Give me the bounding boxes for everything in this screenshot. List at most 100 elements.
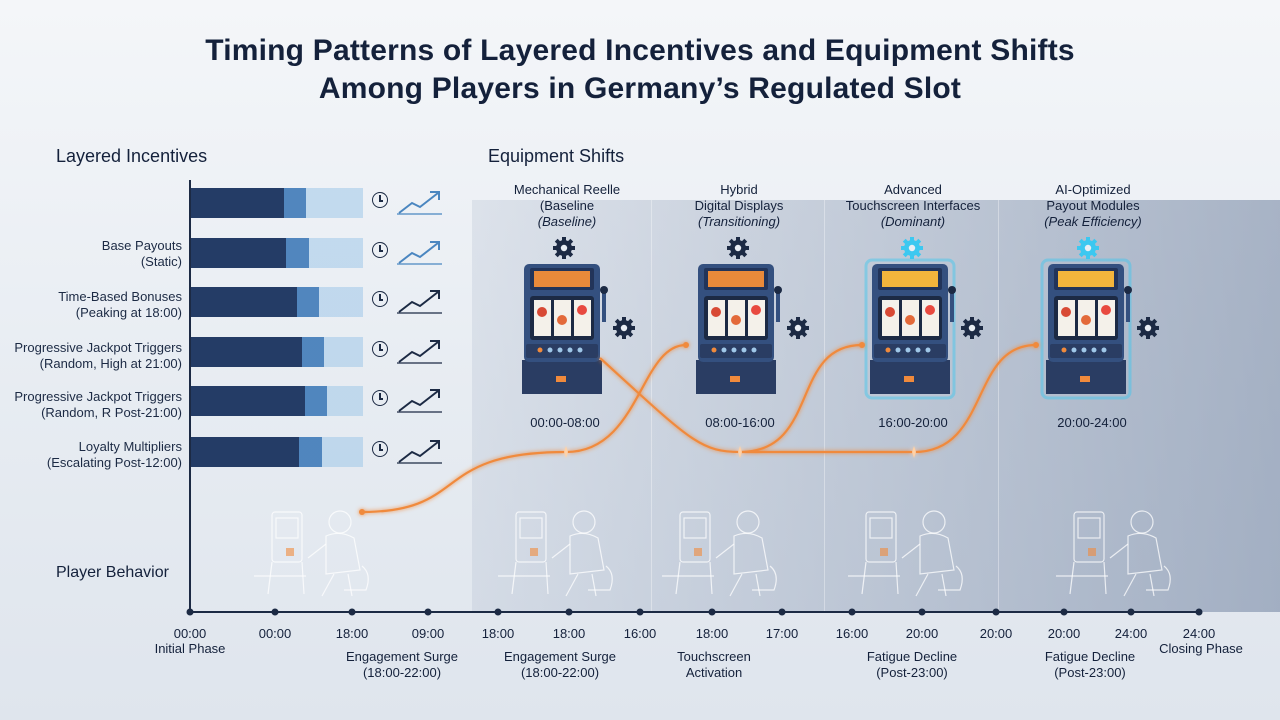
timeline-tick [918, 608, 926, 616]
trend-up-icon [397, 440, 442, 464]
player-at-machine-icon [1055, 510, 1171, 597]
timeline-tick-label: 24:00 [1114, 626, 1148, 641]
slot-machine-icon [522, 237, 635, 394]
section-equipment-shifts: Equipment Shifts [488, 146, 625, 166]
incentive-bar-segment [191, 238, 287, 268]
timeline-tick [992, 608, 1000, 616]
timeline-tick [565, 608, 573, 616]
section-player-behavior: Player Behavior [56, 564, 169, 581]
incentive-bar-segment [191, 337, 302, 367]
timeline-tick-label: 17:00 [765, 626, 799, 641]
incentive-label: Base Payouts(Static) [101, 238, 182, 269]
gear-icon [613, 317, 635, 339]
incentive-label: Progressive Jackpot Triggers(Random, R P… [14, 389, 182, 420]
equipment-time-0: 00:00-08:00 [530, 415, 600, 430]
incentive-label: Progressive Jackpot Triggers(Random, Hig… [14, 340, 182, 371]
phase-label: Fatigue Decline(Post-23:00) [866, 649, 958, 680]
incentive-label: Time-Based Bonuses(Peaking at 18:00) [58, 289, 182, 320]
timeline-tick [494, 608, 502, 616]
equipment-time-3: 20:00-24:00 [1057, 415, 1127, 430]
trend-up-icon [397, 241, 442, 265]
title-line-1: Timing Patterns of Layered Incentives an… [205, 34, 1075, 67]
clock-icon [372, 341, 388, 357]
column-divider [998, 200, 999, 612]
title-line-2: Among Players in Germany’s Regulated Slo… [318, 72, 962, 105]
clock-icon [372, 242, 388, 258]
timeline-tick [271, 608, 279, 616]
slot-machine-icon [864, 237, 983, 400]
timeline-tick-label: 00:00 [173, 626, 207, 641]
timeline-tick [708, 608, 716, 616]
incentive-axis [189, 180, 191, 612]
engagement-path [359, 342, 1039, 515]
timeline-tick [636, 608, 644, 616]
trend-up-icon [397, 389, 442, 413]
phase-label: Initial Phase [154, 641, 226, 656]
equipment-label-mechanical: Mechanical Reelle(Baseline(Baseline) [513, 182, 621, 229]
player-at-machine-icon [253, 510, 369, 597]
trend-up-icon [397, 340, 442, 364]
phase-label: Fatigue Decline(Post-23:00) [1044, 649, 1136, 680]
gear-icon [901, 237, 923, 259]
gear-icon [1077, 237, 1099, 259]
slot-machine-icon [1040, 237, 1159, 400]
gear-icon [727, 237, 749, 259]
incentive-bar-segment [191, 188, 284, 218]
timeline-tick [1127, 608, 1135, 616]
incentive-bar [191, 188, 363, 218]
gear-icon [787, 317, 809, 339]
section-layered-incentives: Layered Incentives [56, 146, 208, 166]
player-at-machine-icon [497, 510, 613, 597]
timeline-tick-label: 20:00 [905, 626, 939, 641]
timeline-tick-label: 09:00 [411, 626, 445, 641]
timeline-tick-label: 16:00 [623, 626, 657, 641]
timeline-tick-label: 20:00 [1047, 626, 1081, 641]
timeline-tick-label: 18:00 [481, 626, 515, 641]
incentive-bar-segment [191, 287, 297, 317]
timeline-tick [348, 608, 356, 616]
incentive-bar [191, 437, 363, 467]
gear-icon [961, 317, 983, 339]
timeline-tick [1060, 608, 1068, 616]
equipment-time-2: 16:00-20:00 [878, 415, 948, 430]
timeline-tick-label: 18:00 [695, 626, 729, 641]
timeline-tick-label: 18:00 [335, 626, 369, 641]
incentive-bar [191, 386, 363, 416]
timeline-tick [1195, 608, 1203, 616]
incentive-bar [191, 287, 363, 317]
timeline-tick [186, 608, 194, 616]
timeline-tick-label: 00:00 [258, 626, 292, 641]
gear-icon [553, 237, 575, 259]
timeline-tick [778, 608, 786, 616]
trend-up-icon [397, 191, 442, 215]
player-at-machine-icon [661, 510, 777, 597]
timeline-tick-label: 18:00 [552, 626, 586, 641]
clock-icon [372, 291, 388, 307]
timeline-tick [424, 608, 432, 616]
timeline-tick [848, 608, 856, 616]
incentive-bar [191, 238, 363, 268]
incentive-label: Loyalty Multipliers(Escalating Post-12:0… [46, 439, 182, 470]
timeline-tick-label: 24:00 [1182, 626, 1216, 641]
clock-icon [372, 441, 388, 457]
timeline-tick-label: 20:00 [979, 626, 1013, 641]
phase-label: Engagement Surge(18:00-22:00) [503, 649, 617, 680]
page-title: Timing Patterns of Layered Incentives an… [0, 32, 1280, 108]
trend-up-icon [397, 290, 442, 314]
incentive-bar-segment [191, 386, 305, 416]
incentive-bar [191, 337, 363, 367]
player-at-machine-icon [847, 510, 963, 597]
column-divider [824, 200, 825, 612]
timeline-tick-label: 16:00 [835, 626, 869, 641]
slot-machine-icon [696, 237, 809, 394]
gear-icon [1137, 317, 1159, 339]
clock-icon [372, 192, 388, 208]
clock-icon [372, 390, 388, 406]
equipment-time-1: 08:00-16:00 [705, 415, 775, 430]
incentive-bar-segment [191, 437, 300, 467]
